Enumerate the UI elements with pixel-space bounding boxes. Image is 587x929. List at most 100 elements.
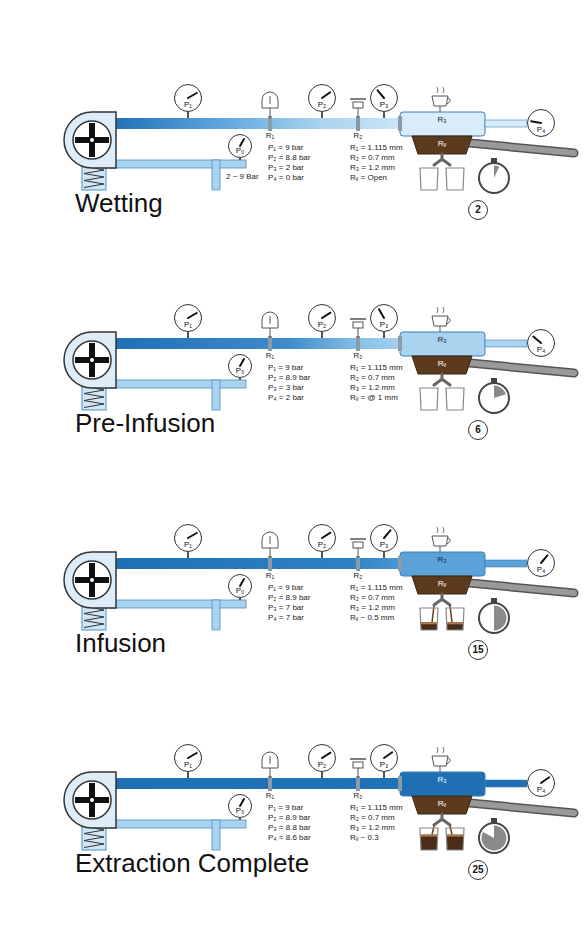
- handle-outline: [470, 143, 574, 153]
- spring-coil: [84, 606, 104, 628]
- stopwatch: [479, 603, 509, 633]
- timer-number: 6: [468, 420, 488, 440]
- regulator-mark: [270, 316, 271, 324]
- gauge-stem: [383, 332, 385, 338]
- gauge-face: [308, 524, 336, 552]
- restrictor-label: Rᵥ: [438, 359, 446, 369]
- stage-panel: [64, 304, 574, 440]
- pressure-gauge: P₁: [174, 524, 202, 552]
- gauge-needle: [384, 752, 392, 758]
- gauge-label: P₁: [184, 321, 192, 329]
- coffee-basket: [412, 796, 472, 814]
- restrictor: [356, 116, 360, 131]
- timer-face: [468, 640, 488, 660]
- pump-hub: [90, 798, 94, 802]
- icon-stem: [270, 548, 271, 558]
- pump-cross: [89, 783, 95, 817]
- restriction-value: R₁ = 1.115 mm: [350, 143, 403, 153]
- elapsed-time: [494, 166, 499, 179]
- pressure-gauge: P₂: [308, 744, 336, 772]
- bypass-pipe: [110, 600, 246, 608]
- stopwatch: [479, 823, 509, 853]
- gauge-stem: [239, 598, 241, 600]
- group-head: [400, 772, 485, 796]
- portafilter-handle: [470, 583, 574, 593]
- pump-housing: [64, 772, 116, 828]
- gauge-needle: [541, 777, 549, 783]
- gauge-label: P₂: [318, 761, 326, 769]
- gauge-face: [527, 769, 555, 797]
- gauge-face: [174, 304, 202, 332]
- icon-stem: [270, 768, 271, 778]
- portafilter-handle: [470, 803, 574, 813]
- stage-title: Wetting: [75, 188, 163, 218]
- return-pipe: [212, 820, 220, 850]
- gauge-stem: [321, 112, 323, 118]
- restrictor-label: R₂: [354, 571, 363, 581]
- gauge-label: P₄: [537, 786, 546, 794]
- gauge-label: P₁: [184, 541, 192, 549]
- gauge-stem: [239, 158, 241, 160]
- pressure-gauge: P₄: [527, 109, 555, 137]
- coffee-level: [421, 835, 437, 850]
- gauge-needle: [322, 533, 330, 538]
- timer-number: 15: [468, 640, 488, 660]
- restrictor: [268, 556, 272, 571]
- icon-stem: [440, 546, 441, 552]
- gauge-needle: [188, 533, 197, 538]
- pressure-gauge: P₀: [228, 794, 252, 818]
- gauge-face: [308, 744, 336, 772]
- gauge-needle: [240, 139, 244, 146]
- regulator-mark: [270, 756, 271, 764]
- stage-panel: [64, 84, 574, 220]
- callout-number: 15: [472, 645, 483, 655]
- return-pipe: [212, 160, 220, 190]
- gauge-face: [527, 109, 555, 137]
- pressure-value: P₄ = 0 bar: [268, 173, 304, 183]
- restrictor: [268, 776, 272, 791]
- restrictor: [356, 776, 360, 791]
- gauge-label: P₀: [236, 147, 245, 155]
- gauge-needle: [188, 93, 197, 98]
- gauge-stem: [383, 112, 385, 118]
- valve-icon: [353, 102, 363, 108]
- coffee-basket: [412, 136, 472, 154]
- gauge-label: P₃: [380, 101, 389, 109]
- pressure-value: P₁ = 9 bar: [268, 583, 303, 593]
- pressure-gauge: P₄: [527, 549, 555, 577]
- cup: [446, 388, 464, 410]
- regulator-mark: [270, 536, 271, 544]
- coffee-basket: [412, 576, 472, 594]
- pressure-value: P₃ = 2 bar: [268, 163, 304, 173]
- spring-coil: [84, 386, 104, 408]
- gauge-face: [228, 354, 252, 378]
- restrictor: [356, 556, 360, 571]
- restrictor-label: Rᵥ: [438, 139, 446, 149]
- coffee-level: [421, 622, 437, 630]
- icon-stem: [358, 548, 359, 558]
- icon-stem: [440, 766, 441, 772]
- restrictor: [398, 116, 402, 131]
- pressure-gauge: P₃: [370, 304, 398, 332]
- crema: [447, 622, 463, 624]
- stage-title: Extraction Complete: [75, 848, 309, 878]
- restriction-value: R₃ = 1.2 mm: [350, 823, 395, 833]
- gauge-needle: [240, 359, 244, 366]
- p4-pipe: [485, 780, 527, 787]
- gauge-needle: [240, 799, 244, 806]
- timer-face: [468, 420, 488, 440]
- icon-stem: [358, 328, 359, 338]
- stage-title: Pre-Infusion: [75, 408, 215, 438]
- gauge-face: [308, 84, 336, 112]
- gauge-label: P₀: [236, 587, 245, 595]
- timer-number: 2: [468, 200, 488, 220]
- spout: [434, 594, 450, 605]
- restriction-value: R₂ = 0.7 mm: [350, 593, 395, 603]
- pump-rotor: [73, 781, 111, 819]
- pressure-gauge: P₃: [370, 524, 398, 552]
- cup: [420, 828, 438, 850]
- icon-stem: [358, 108, 359, 118]
- restriction-value: R₂ = 0.7 mm: [350, 153, 395, 163]
- restriction-value: R₂ = 0.7 mm: [350, 373, 395, 383]
- pressure-gauge: P₀: [228, 354, 252, 378]
